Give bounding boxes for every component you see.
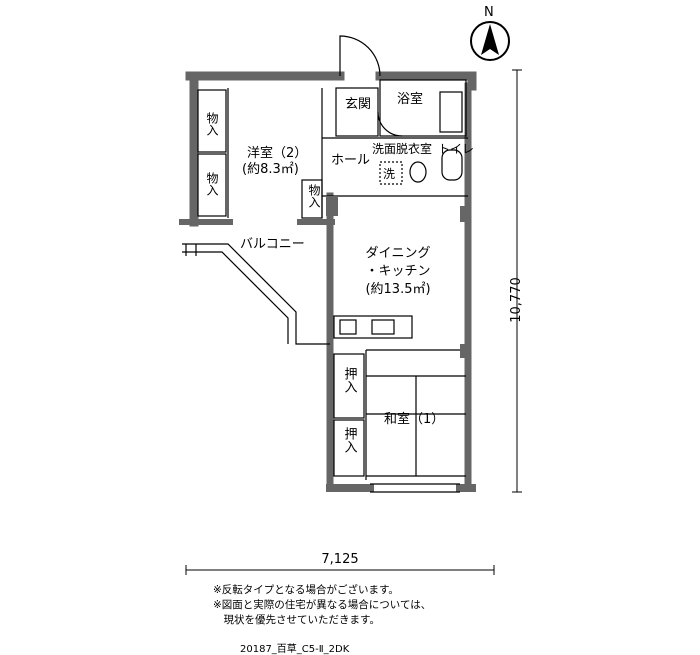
washroom-label: 洗面脱衣室 [372,141,432,156]
plan-code: 20187_百草_C5-Ⅱ_2DK [240,644,350,655]
width-dimension: 7,125 [321,552,358,567]
dk-label-line1: ダイニング [365,246,430,261]
storage-label-2: 物入 [205,172,219,196]
western-room-area: (約8.3㎡) [242,162,299,177]
balcony-label: バルコニー [240,237,305,252]
closet-label-2: 押入 [342,427,358,453]
washer-label: 洗 [383,167,395,181]
toilet-label: トイレ [438,142,474,156]
dk-label-line2: ・キッチン [365,264,430,279]
bathroom-label: 浴室 [397,91,423,107]
storage-label-1: 物入 [205,112,219,136]
walls [179,71,477,492]
note-line-2: ※図面と実際の住宅が異なる場合については、 [213,599,432,611]
entrance-label: 玄関 [345,97,371,112]
storage-label-3: 物入 [307,184,321,208]
height-dimension: 10,770 [509,277,524,323]
hall-label: ホール [331,153,370,168]
dk-area: (約13.5㎡) [365,282,430,297]
closet-label-1: 押入 [342,367,358,393]
north-compass: N [470,5,510,61]
note-line-1: ※反転タイプとなる場合がございます。 [213,584,399,596]
note-line-3: 現状を優先させていただきます。 [213,614,380,626]
japanese-room-label: 和室（1） [384,411,444,427]
interior-walls [182,35,470,493]
western-room-label: 洋室（2） [247,145,307,161]
dimension-lines [185,69,522,575]
north-label: N [484,5,494,20]
